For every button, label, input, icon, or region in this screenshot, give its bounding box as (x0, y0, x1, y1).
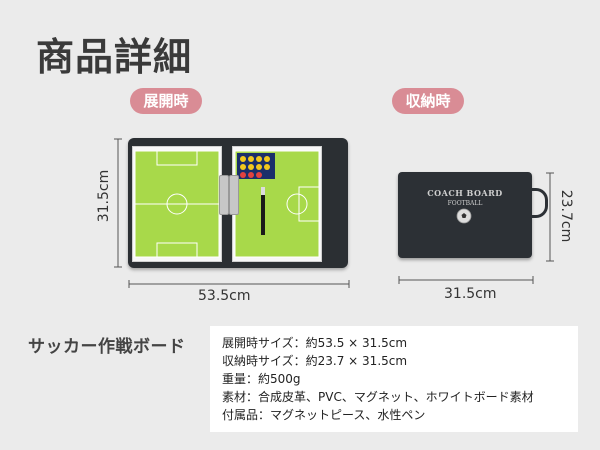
closed-badge: 収納時 (392, 88, 464, 114)
spec-line: 展開時サイズ：約53.5 × 31.5cm (222, 336, 408, 350)
closed-height-label: 23.7cm (558, 189, 574, 243)
soccer-ball-icon (456, 208, 472, 224)
pitch-right-image (234, 150, 320, 258)
clip-left (219, 175, 229, 215)
spec-line: 付属品：マグネットピース、水性ペン (222, 408, 426, 422)
spec-box: 展開時サイズ：約53.5 × 31.5cm 収納時サイズ：約23.7 × 31.… (210, 326, 578, 432)
open-height-line (114, 138, 122, 268)
case-subtitle-print: FOOTBALL (447, 200, 483, 207)
pitch-left-image (134, 150, 220, 258)
closed-width-label: 31.5cm (444, 286, 497, 302)
open-width-line (128, 280, 350, 288)
case-title-print: COACH BOARD (427, 188, 503, 198)
closed-board-case: COACH BOARD FOOTBALL (398, 172, 532, 258)
case-strap (528, 188, 548, 218)
page-title: 商品詳細 (36, 35, 193, 79)
closed-width-line (398, 276, 534, 284)
closed-height-line (546, 172, 554, 262)
open-badge: 展開時 (130, 88, 202, 114)
spec-line: 素材：合成皮革、PVC、マグネット、ホワイトボード素材 (222, 390, 534, 404)
open-board-left-panel (132, 146, 222, 262)
spec-line: 重量：約500g (222, 372, 301, 386)
spec-line: 収納時サイズ：約23.7 × 31.5cm (222, 354, 408, 368)
open-board-right-panel (232, 146, 322, 262)
product-name: サッカー作戦ボード (28, 337, 186, 357)
clip-right (229, 175, 239, 215)
open-width-label: 53.5cm (198, 288, 251, 304)
open-height-label: 31.5cm (96, 169, 112, 223)
